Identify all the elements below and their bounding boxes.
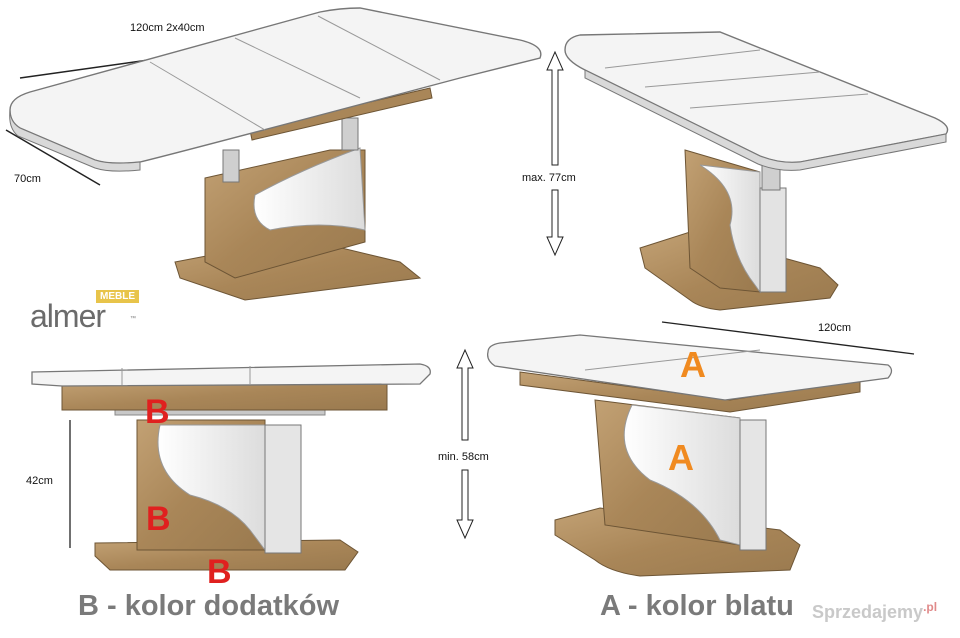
marker-b-base: B bbox=[207, 553, 232, 591]
tabletop-edge bbox=[9, 109, 141, 172]
tabletop-edge-right bbox=[584, 69, 947, 171]
dimension-side-height: 42cm bbox=[26, 475, 53, 487]
tabletop-extended bbox=[9, 7, 542, 164]
almer-logo: almer MEBLE ™ bbox=[30, 290, 140, 335]
caption-a-top-color: A - kolor blatu bbox=[600, 590, 794, 622]
table-side-view: 42cm B B B bbox=[26, 363, 431, 591]
leaf-seam-3 bbox=[317, 15, 441, 81]
arrow-down-icon bbox=[546, 189, 564, 257]
watermark-text: Sprzedajemy bbox=[812, 602, 924, 622]
min-height-indicator: min. 58cm bbox=[438, 348, 489, 540]
side-tabletop bbox=[31, 363, 431, 387]
caption-b-accessory-color: B - kolor dodatków bbox=[78, 590, 339, 622]
compact-tabletop bbox=[487, 334, 893, 401]
dimension-line-width bbox=[5, 129, 101, 186]
dimension-length-bottom: 120cm bbox=[818, 322, 851, 334]
pedestal-white-curve-right bbox=[699, 164, 761, 294]
marker-a-column: A bbox=[668, 437, 694, 478]
marker-b-pedestal: B bbox=[146, 500, 171, 538]
max-height-indicator: max. 77cm bbox=[522, 50, 576, 257]
leaf-seam-r3 bbox=[689, 93, 869, 109]
compact-leaf-seam bbox=[584, 349, 761, 371]
dimension-width: 70cm bbox=[14, 173, 41, 185]
marker-b-apron: B bbox=[145, 393, 170, 431]
arrow-down-icon-min bbox=[456, 469, 474, 540]
pedestal-white-curve bbox=[253, 147, 366, 231]
watermark: Sprzedajemy.pl bbox=[812, 600, 937, 623]
dimension-min-height: min. 58cm bbox=[438, 451, 489, 463]
lift-column-right bbox=[341, 117, 359, 151]
marker-a-top: A bbox=[680, 344, 706, 385]
logo-trademark: ™ bbox=[130, 316, 136, 322]
dimension-max-height: max. 77cm bbox=[522, 172, 576, 184]
watermark-suffix: .pl bbox=[923, 600, 938, 614]
table-compact-view: 120cm A A bbox=[487, 321, 915, 577]
lift-column-front bbox=[759, 187, 787, 293]
arrow-up-icon-min bbox=[456, 348, 474, 441]
side-lift-column bbox=[264, 424, 302, 554]
leaf-seam-r1 bbox=[604, 49, 761, 69]
logo-tag: MEBLE bbox=[96, 290, 139, 303]
table-raised-view bbox=[564, 31, 949, 311]
arrow-up-icon bbox=[546, 50, 564, 166]
table-extended-view: 120cm 2x40cm 70cm bbox=[5, 7, 542, 301]
leaf-seam-2 bbox=[234, 37, 361, 99]
side-white-curve bbox=[157, 424, 266, 552]
compact-lift-column bbox=[739, 419, 767, 551]
dimension-top-length: 120cm 2x40cm bbox=[130, 22, 205, 34]
tabletop-raised bbox=[564, 31, 949, 164]
lift-column-left bbox=[222, 149, 240, 183]
compact-apron bbox=[519, 371, 861, 413]
leaf-seam-r2 bbox=[644, 71, 821, 88]
leaf-seam-1 bbox=[149, 61, 266, 131]
compact-white-curve bbox=[623, 404, 741, 546]
dimension-line-length-bottom bbox=[661, 321, 915, 355]
logo-brand: almer bbox=[30, 298, 106, 334]
